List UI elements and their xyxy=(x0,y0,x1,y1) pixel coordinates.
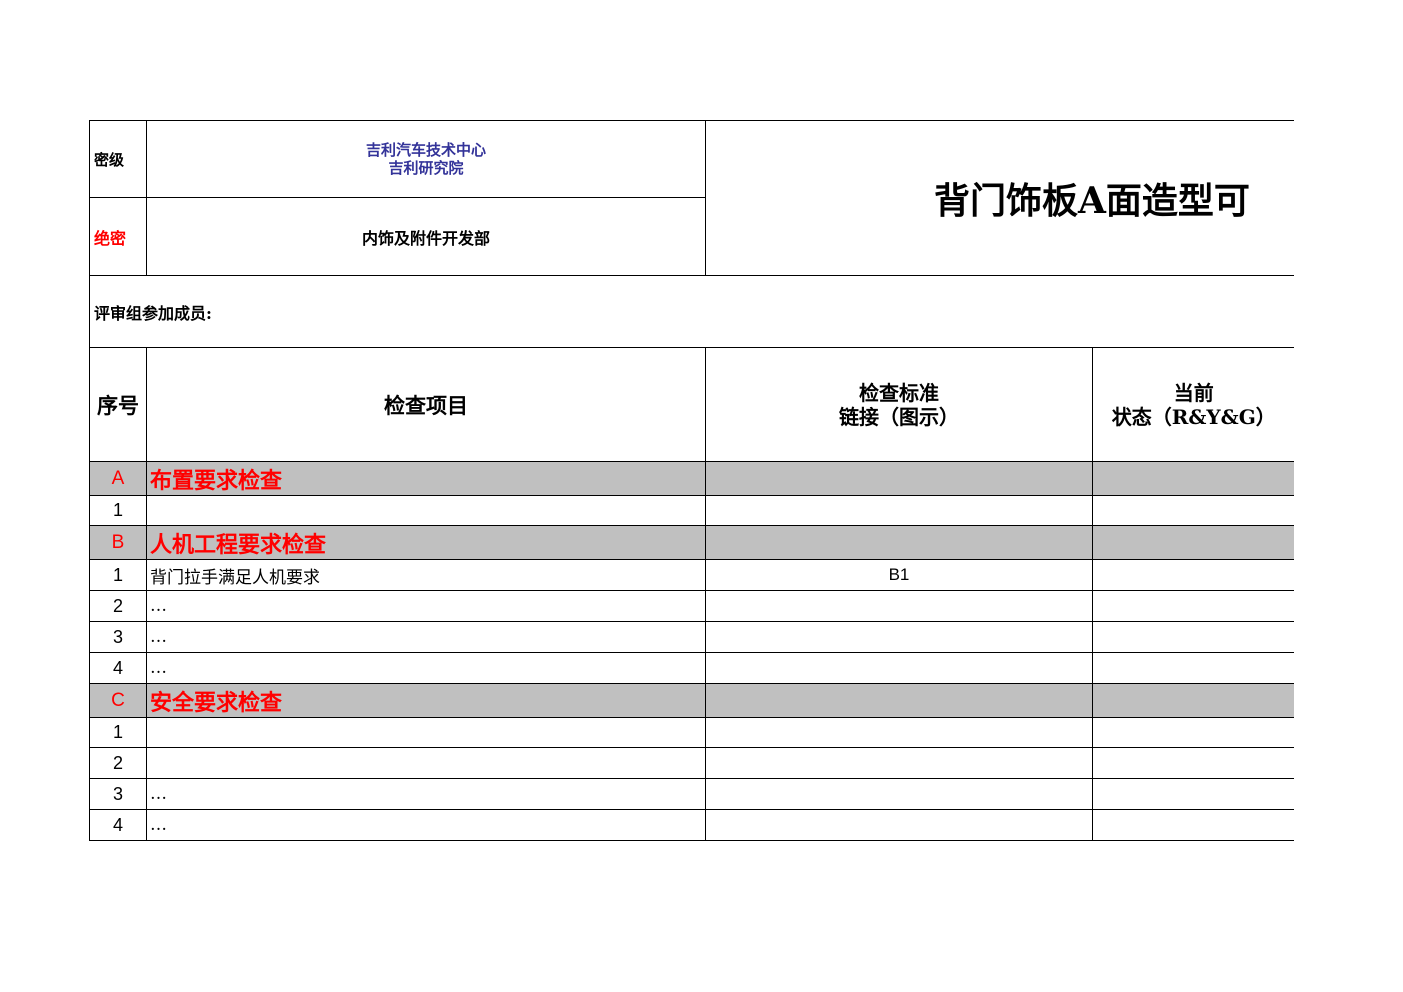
standard-link[interactable] xyxy=(705,778,1093,810)
status-cell[interactable] xyxy=(1092,717,1294,748)
section-standard-cell xyxy=(705,461,1093,496)
table-row: 2 xyxy=(89,747,1294,779)
table-row: 1 xyxy=(89,717,1294,748)
standard-link[interactable] xyxy=(705,495,1093,526)
org-name-line1: 吉利汽车技术中心 xyxy=(365,141,486,159)
table-row: 1 xyxy=(89,495,1294,526)
section-name: 人机工程要求检查 xyxy=(146,525,706,560)
document-title: 背门饰板A面造型可 xyxy=(705,120,1294,276)
table-row: 4 … xyxy=(89,652,1294,684)
col-header-item: 检查项目 xyxy=(146,347,706,462)
row-number: 2 xyxy=(89,747,147,779)
table-row: 4 … xyxy=(89,809,1294,841)
row-number: 1 xyxy=(89,559,147,591)
status-cell[interactable] xyxy=(1092,590,1294,622)
check-item: … xyxy=(146,778,706,810)
section-name: 布置要求检查 xyxy=(146,461,706,496)
secrecy-value: 绝密 xyxy=(89,197,147,276)
col-header-seq: 序号 xyxy=(89,347,147,462)
status-cell[interactable] xyxy=(1092,559,1294,591)
section-row-a: A 布置要求检查 xyxy=(89,461,1294,496)
check-item: … xyxy=(146,621,706,653)
check-item xyxy=(146,495,706,526)
col-header-status-line1: 当前 xyxy=(1173,380,1214,405)
status-cell[interactable] xyxy=(1092,621,1294,653)
section-standard-cell xyxy=(705,525,1093,560)
status-cell[interactable] xyxy=(1092,778,1294,810)
section-name: 安全要求检查 xyxy=(146,683,706,718)
org-name-cell: 吉利汽车技术中心 吉利研究院 xyxy=(146,120,706,198)
check-item xyxy=(146,717,706,748)
section-standard-cell xyxy=(705,683,1093,718)
standard-link[interactable] xyxy=(705,747,1093,779)
standard-link[interactable]: B1 xyxy=(705,559,1093,591)
section-code: A xyxy=(89,461,147,496)
department-name: 内饰及附件开发部 xyxy=(146,197,706,276)
section-row-b: B 人机工程要求检查 xyxy=(89,525,1294,560)
row-number: 3 xyxy=(89,778,147,810)
check-item: … xyxy=(146,590,706,622)
standard-link[interactable] xyxy=(705,809,1093,841)
secrecy-label: 密级 xyxy=(89,120,147,198)
table-row: 2 … xyxy=(89,590,1294,622)
row-number: 4 xyxy=(89,809,147,841)
checklist-table: 密级 吉利汽车技术中心 吉利研究院 背门饰板A面造型可 绝密 内饰及附件开发部 … xyxy=(89,120,1294,841)
row-number: 1 xyxy=(89,495,147,526)
check-item: … xyxy=(146,652,706,684)
section-code: B xyxy=(89,525,147,560)
section-status-cell xyxy=(1092,461,1294,496)
section-status-cell xyxy=(1092,525,1294,560)
review-checklist-sheet: 密级 吉利汽车技术中心 吉利研究院 背门饰板A面造型可 绝密 内饰及附件开发部 … xyxy=(89,120,1294,842)
review-members-label: 评审组参加成员: xyxy=(89,275,1294,348)
col-header-standard-line1: 检查标准 xyxy=(859,380,939,405)
check-item: … xyxy=(146,809,706,841)
org-name-line2: 吉利研究院 xyxy=(388,159,464,177)
row-number: 4 xyxy=(89,652,147,684)
standard-link[interactable] xyxy=(705,590,1093,622)
standard-link[interactable] xyxy=(705,652,1093,684)
col-header-standard-line2: 链接（图示） xyxy=(839,404,959,429)
table-row: 1 背门拉手满足人机要求 B1 xyxy=(89,559,1294,591)
col-header-status-line2: 状态（R&Y&G） xyxy=(1111,404,1276,429)
table-row: 3 … xyxy=(89,778,1294,810)
status-cell[interactable] xyxy=(1092,652,1294,684)
section-code: C xyxy=(89,683,147,718)
status-cell[interactable] xyxy=(1092,809,1294,841)
row-number: 3 xyxy=(89,621,147,653)
status-cell[interactable] xyxy=(1092,747,1294,779)
check-item: 背门拉手满足人机要求 xyxy=(146,559,706,591)
col-header-status: 当前 状态（R&Y&G） xyxy=(1092,347,1294,462)
table-row: 3 … xyxy=(89,621,1294,653)
row-number: 1 xyxy=(89,717,147,748)
row-number: 2 xyxy=(89,590,147,622)
col-header-standard: 检查标准 链接（图示） xyxy=(705,347,1093,462)
standard-link[interactable] xyxy=(705,621,1093,653)
status-cell[interactable] xyxy=(1092,495,1294,526)
section-status-cell xyxy=(1092,683,1294,718)
check-item xyxy=(146,747,706,779)
section-row-c: C 安全要求检查 xyxy=(89,683,1294,718)
standard-link[interactable] xyxy=(705,717,1093,748)
